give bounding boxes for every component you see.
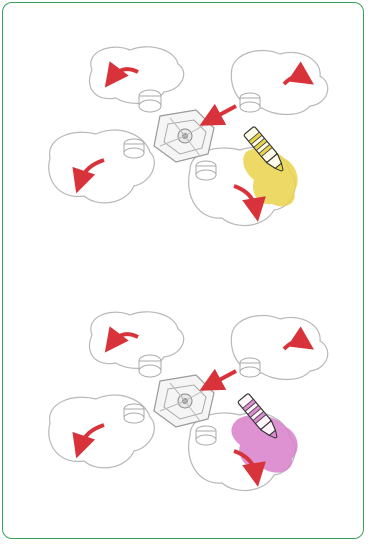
- petal-top-left: [89, 312, 183, 369]
- petal-top-left: [89, 47, 183, 104]
- connector-bottom-right: [196, 426, 216, 445]
- connector-bottom-left: [124, 404, 144, 423]
- panel-yellow: [0, 20, 368, 280]
- yellow-highlighter-illustration: [0, 20, 368, 260]
- insert-arrow-icon: [210, 371, 236, 385]
- center-hub: [154, 110, 214, 162]
- connector-top-right: [240, 93, 260, 112]
- connector-bottom-right: [196, 161, 216, 180]
- connector-top-right: [240, 358, 260, 377]
- pink-highlighter-illustration: [0, 285, 368, 525]
- connector-top-left: [139, 355, 161, 377]
- connector-bottom-left: [124, 139, 144, 158]
- center-hub: [154, 375, 214, 427]
- connector-top-left: [139, 90, 161, 112]
- insert-arrow-icon: [210, 106, 236, 120]
- panel-pink: [0, 285, 368, 545]
